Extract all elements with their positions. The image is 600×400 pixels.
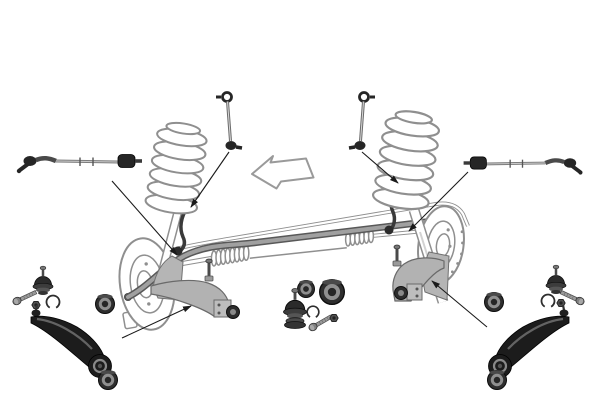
stabilizer-bar-outline — [162, 201, 470, 254]
bolt-center — [307, 312, 334, 333]
center-repair-kit — [282, 278, 346, 333]
control-arm-kit-left — [29, 303, 113, 379]
tie-rod-left — [17, 155, 142, 174]
nut-center — [329, 313, 339, 323]
ball-stud-right — [392, 244, 402, 267]
leader-line-control-arm-left-position — [121, 305, 192, 339]
ball-joint-right — [544, 263, 568, 296]
ball-joint-center — [282, 287, 308, 329]
leader-line-stabilizer-link-left-position — [190, 151, 230, 208]
snap-ring-center — [304, 303, 322, 321]
leader-line-tie-rod-left-position — [111, 180, 178, 256]
leader-line-stabilizer-link-right-position — [361, 151, 399, 184]
bushing-left-upper — [95, 293, 115, 314]
steering-bellows-right — [344, 228, 375, 247]
ball-joint-kit-left — [11, 264, 63, 312]
steering-rack — [167, 226, 452, 269]
direction-arrow — [251, 155, 315, 190]
ball-joint-kit-right — [538, 263, 586, 311]
stabilizer-bar — [124, 215, 454, 301]
leader-line-tie-rod-right-position — [408, 171, 469, 232]
bushing-center-large — [318, 278, 346, 306]
bushing-center-small — [297, 279, 315, 298]
steering-bellows-left — [210, 244, 250, 267]
snap-ring-right — [538, 291, 558, 311]
tie-rod-right — [464, 157, 583, 175]
control-arm-kit-right — [487, 303, 571, 379]
snap-ring-left — [43, 292, 63, 312]
control-arm-assembled-right — [392, 244, 445, 302]
ball-stud-left — [204, 258, 214, 282]
coil-spring-left — [143, 118, 211, 218]
leader-lines — [111, 151, 488, 339]
control-arm-assembled-left — [150, 258, 240, 319]
bushing-left-lower — [98, 369, 118, 390]
coil-spring-right — [370, 106, 444, 214]
stabilizer-link-left — [214, 90, 244, 152]
bushing-right-lower — [487, 369, 507, 390]
stabilizer-link-right — [347, 90, 377, 152]
leader-line-control-arm-right-position — [431, 280, 488, 328]
ball-joint-left — [31, 264, 55, 297]
bushing-right-upper — [484, 291, 504, 312]
